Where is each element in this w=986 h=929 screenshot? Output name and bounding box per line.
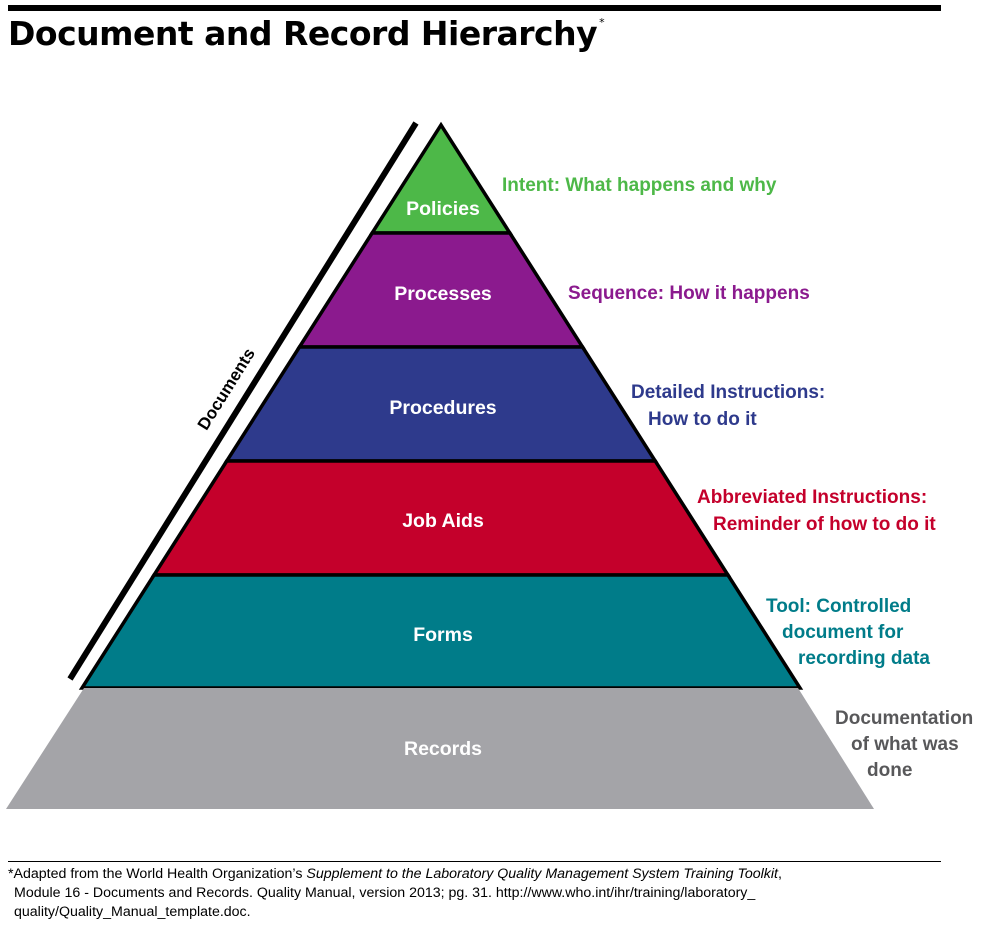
- tier-desc-job-aids-line-1: Abbreviated Instructions:: [697, 487, 927, 508]
- tier-desc-forms-line-3: recording data: [798, 648, 930, 669]
- tier-records: [6, 688, 874, 809]
- documents-bracket: [67, 121, 419, 681]
- footnote-line-3: quality/Quality_Manual_template.doc.: [14, 904, 251, 920]
- page-title: Document and Record Hierarchy*: [8, 14, 605, 53]
- tier-label-procedures: Procedures: [389, 397, 496, 419]
- top-rule: [8, 5, 941, 11]
- tier-desc-forms-line-1: Tool: Controlled: [766, 596, 911, 617]
- tier-desc-records-line-3: done: [867, 760, 912, 781]
- footnote-prefix: *Adapted from the World Health Organizat…: [8, 866, 307, 882]
- tier-desc-records-line-2: of what was: [851, 734, 959, 755]
- title-text: Document and Record Hierarchy: [8, 14, 598, 53]
- tier-label-processes: Processes: [394, 283, 492, 305]
- tier-label-job-aids: Job Aids: [402, 510, 484, 532]
- tier-forms: [78, 573, 804, 690]
- tier-desc-procedures-line-2: How to do it: [648, 409, 757, 430]
- tier-label-policies: Policies: [406, 198, 480, 220]
- tier-desc-processes-line-1: Sequence: How it happens: [568, 283, 810, 304]
- tier-label-forms: Forms: [413, 624, 473, 646]
- tier-desc-forms-line-2: document for: [782, 622, 904, 643]
- footnote-line-2: Module 16 - Documents and Records. Quali…: [14, 885, 756, 901]
- title-footnote-marker: *: [599, 16, 605, 29]
- tier-desc-procedures-line-1: Detailed Instructions:: [631, 382, 825, 403]
- tier-desc-records-line-1: Documentation: [835, 708, 973, 729]
- tier-label-records: Records: [404, 738, 482, 760]
- footnote: *Adapted from the World Health Organizat…: [8, 865, 938, 922]
- hierarchy-pyramid: DocumentsPoliciesProcessesProceduresJob …: [6, 121, 973, 809]
- tier-desc-policies-line-1: Intent: What happens and why: [502, 175, 777, 196]
- footnote-comma: ,: [777, 866, 782, 882]
- footnote-rule: [8, 861, 941, 862]
- footnote-source-title: Supplement to the Laboratory Quality Man…: [306, 866, 778, 882]
- tier-desc-job-aids-line-2: Reminder of how to do it: [713, 514, 936, 535]
